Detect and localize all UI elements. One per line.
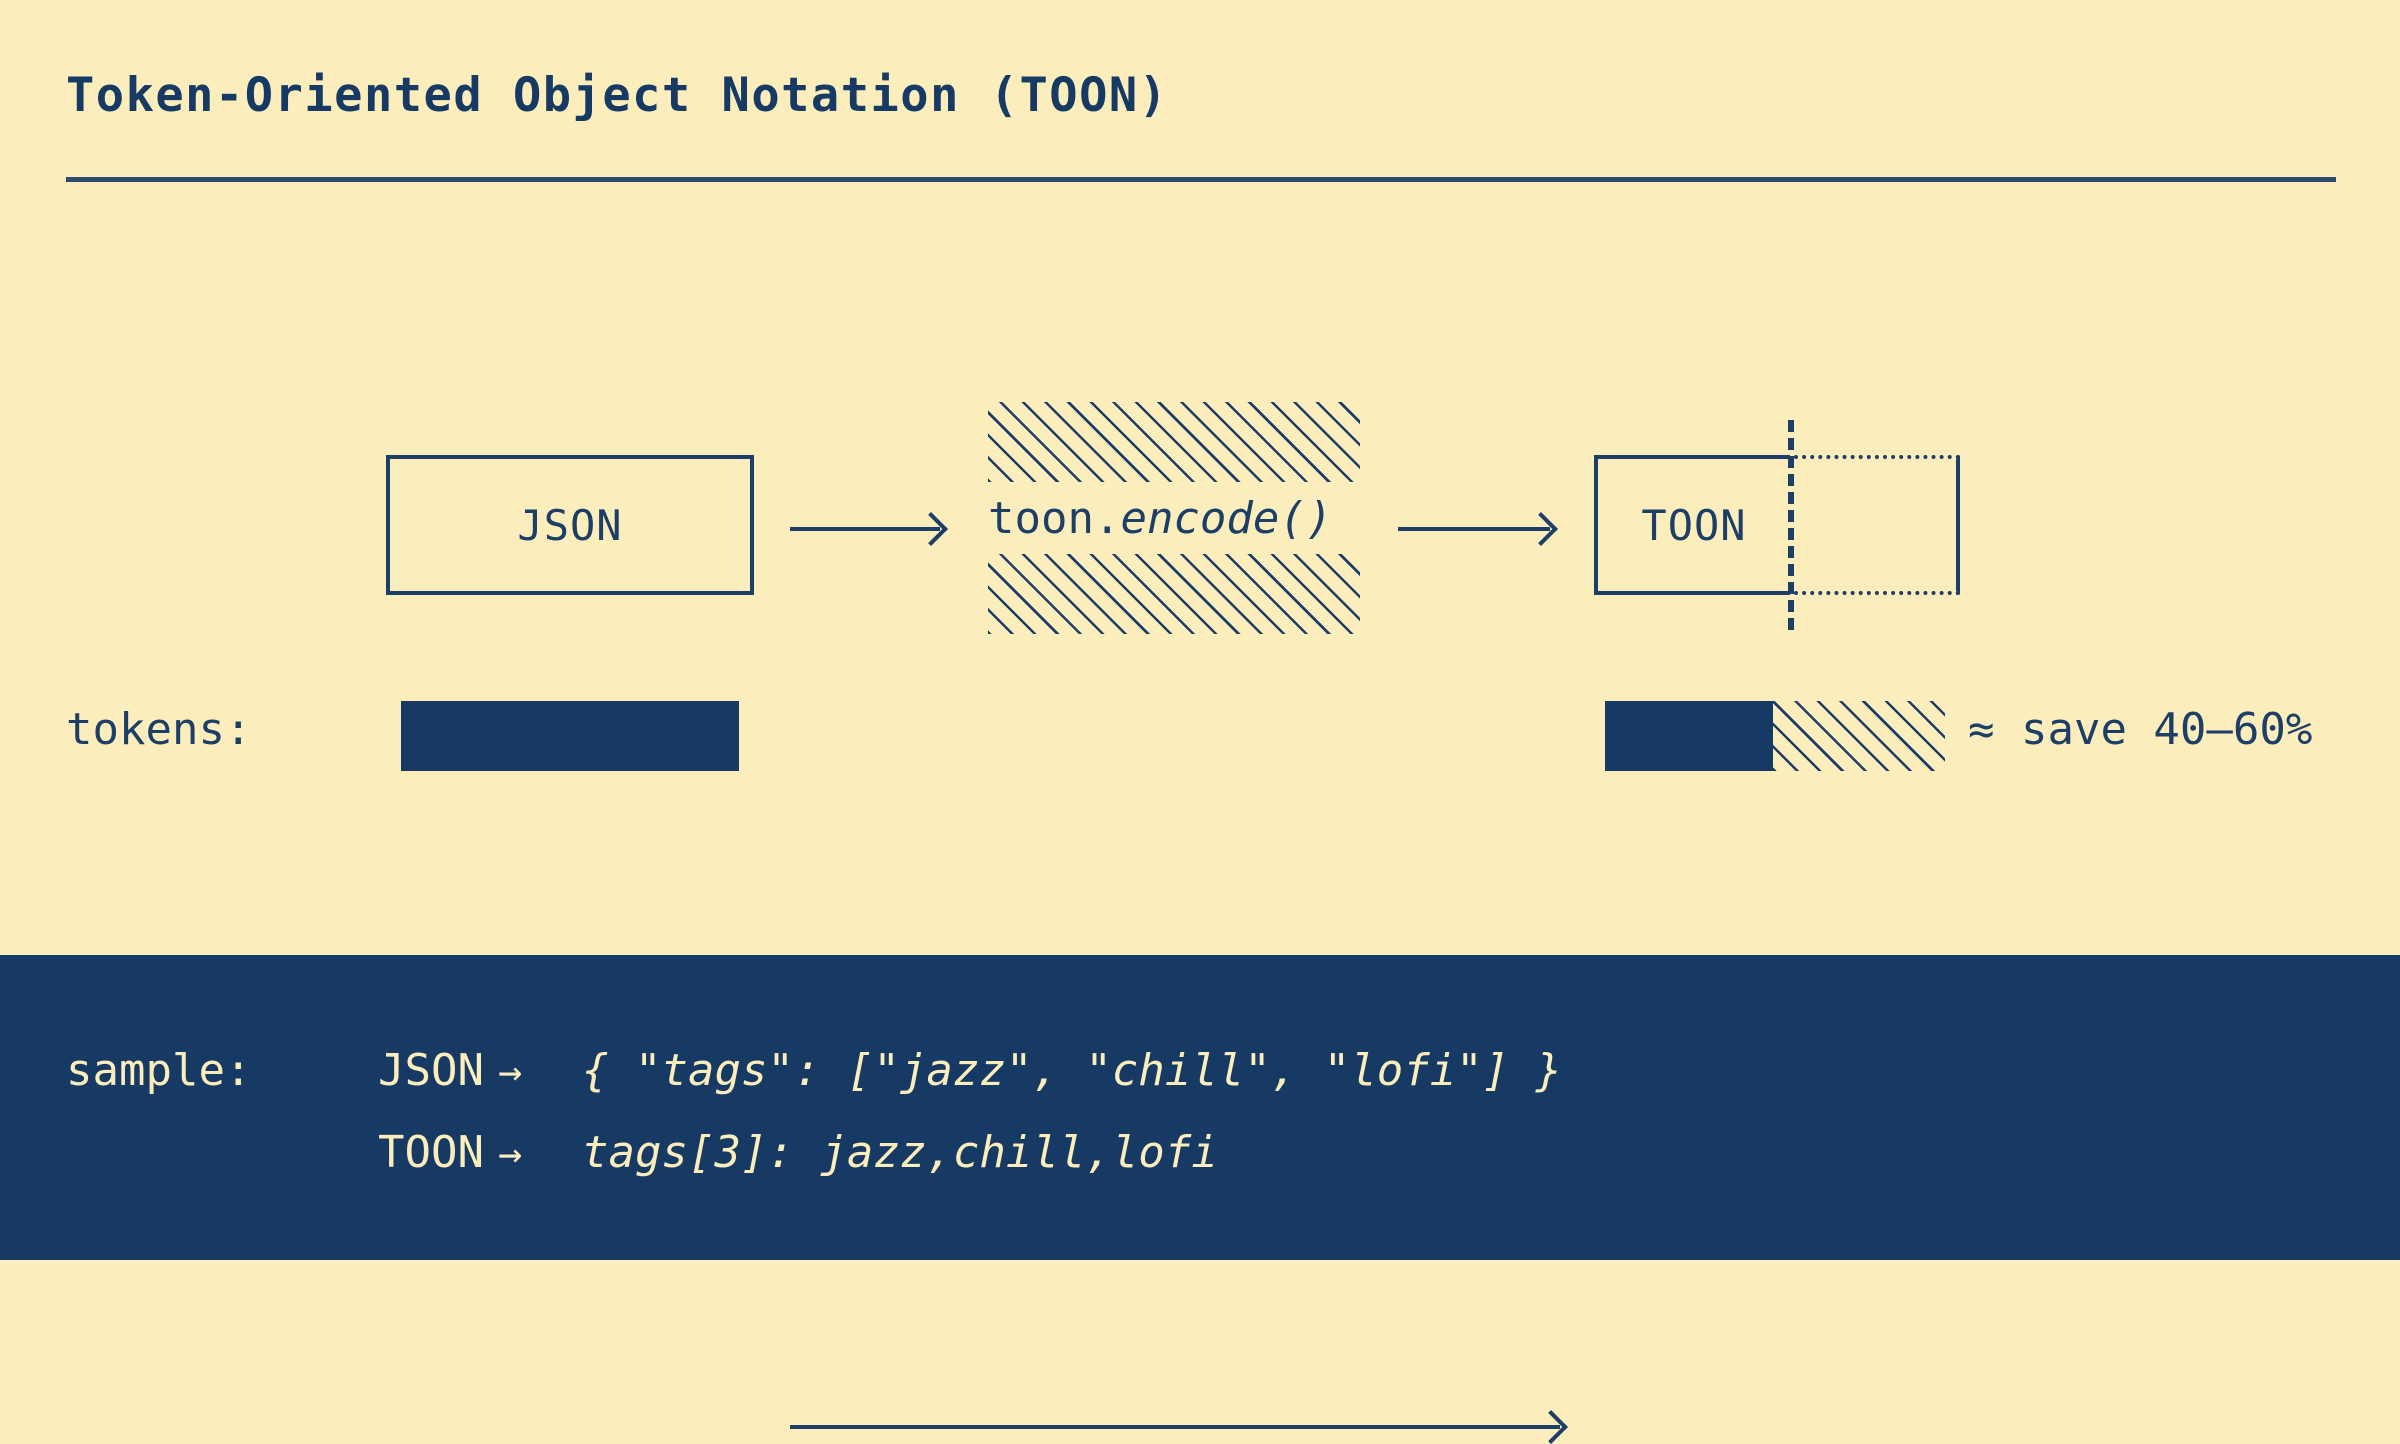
sample-row-toon: TOON → tags[3]: jazz,chill,lofi xyxy=(378,1127,1218,1178)
sample-format-label-toon: TOON xyxy=(378,1127,484,1178)
encode-namespace-text: toon. xyxy=(988,492,1121,544)
toon-node-label: TOON xyxy=(1641,500,1747,550)
toon-node-box[interactable]: TOON xyxy=(1594,455,1790,595)
tokens-bar-toon-used xyxy=(1605,701,1773,771)
arrow-json-to-encode-icon xyxy=(790,527,940,531)
sample-code-toon: tags[3]: jazz,chill,lofi xyxy=(582,1127,1218,1178)
hatch-pattern-bottom-icon xyxy=(988,554,1360,634)
sample-band xyxy=(0,955,2400,1260)
encode-call-label: toon.encode() xyxy=(988,480,1360,556)
tokens-bar-toon-saved xyxy=(1773,701,1945,771)
encode-transform-group: toon.encode() xyxy=(988,402,1360,634)
sample-code-json: { "tags": ["jazz", "chill", "lofi"] } xyxy=(582,1045,1563,1096)
hatch-pattern-top-icon xyxy=(988,402,1360,482)
sample-section-label: sample: xyxy=(66,1045,252,1096)
page-title: Token-Oriented Object Notation (TOON) xyxy=(66,68,1169,123)
sample-arrow-toon-icon: → xyxy=(498,1131,523,1177)
json-node-label: JSON xyxy=(517,500,623,550)
encode-method-text: encode() xyxy=(1120,492,1333,544)
arrow-tokens-reduction-icon xyxy=(790,1425,1560,1429)
sample-arrow-json-icon: → xyxy=(498,1049,523,1095)
json-node-box[interactable]: JSON xyxy=(386,455,754,595)
toon-divider-dashed-line xyxy=(1788,420,1794,630)
sample-row-json: JSON → { "tags": ["jazz", "chill", "lofi… xyxy=(378,1045,1562,1096)
pipeline-diagram: JSON toon.encode() TOON tokens: ≈ save 4… xyxy=(0,0,2400,955)
tokens-comparison-row: tokens: ≈ save 40–60% xyxy=(0,690,2400,1429)
title-block: Token-Oriented Object Notation (TOON) xyxy=(0,0,2400,200)
title-divider-rule xyxy=(66,177,2336,182)
tokens-bar-json xyxy=(401,701,739,771)
savings-note-label: ≈ save 40–60% xyxy=(1968,704,2313,755)
sample-format-label-json: JSON xyxy=(378,1045,484,1096)
tokens-row-label: tokens: xyxy=(66,704,252,755)
toon-saved-space-outline xyxy=(1794,455,1960,595)
arrow-encode-to-toon-icon xyxy=(1398,527,1550,531)
